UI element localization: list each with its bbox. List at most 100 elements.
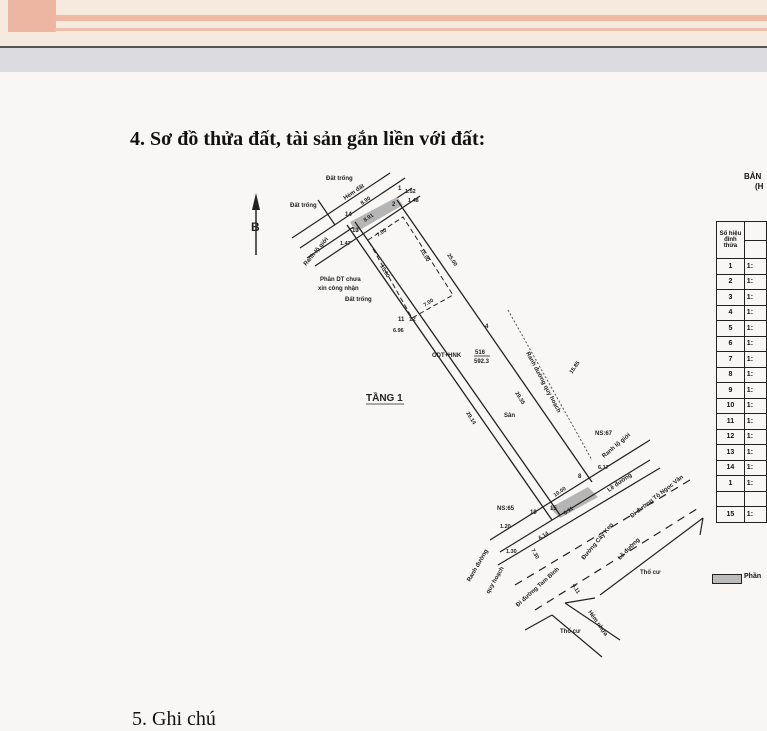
vertex-label: 2	[392, 202, 396, 208]
dimension: 6.11	[563, 506, 575, 517]
coordinate-cell: 1:	[743, 397, 767, 414]
label-boundary: Ranh lộ giới	[303, 236, 330, 267]
floor-label: TẦNG 1	[366, 391, 403, 404]
vertex-label: 8	[578, 474, 582, 480]
label-vacant-land: Đất trống	[345, 296, 372, 303]
dimension: 1.30	[506, 549, 517, 555]
vertex-id: 9	[716, 382, 745, 399]
section-heading: 4. Sơ đồ thửa đất, tài sản gắn liền với …	[130, 128, 486, 150]
planning-boundary-line	[507, 309, 593, 461]
vertex-id: 1	[716, 258, 745, 275]
dimension: 25.00	[445, 253, 458, 268]
coordinate-cell: 1:	[743, 444, 767, 461]
decorative-stripe	[55, 28, 767, 31]
dimension: 6.17	[598, 465, 609, 471]
coordinate-cell: 1:	[743, 506, 767, 523]
vertex-id: 15	[716, 506, 745, 523]
label-unrecognized-area: Phần DT chưa	[320, 277, 361, 283]
label-sidewalk: Lề đường	[607, 472, 634, 493]
vertex-labels: 1 2 4 8 11 12 13 14 15 19	[345, 186, 582, 516]
document-page	[0, 72, 767, 720]
vertex-id: 13	[716, 444, 745, 461]
dimension: 1.48	[408, 198, 419, 204]
table-row	[716, 490, 767, 507]
label-vacant-land: Đất trống	[326, 175, 353, 182]
vertex-id: 7	[716, 351, 745, 368]
north-label: B	[251, 220, 260, 234]
shaded-area-bottom	[550, 487, 598, 518]
north-arrow-icon	[252, 193, 260, 255]
coordinate-cell: 1:	[743, 351, 767, 368]
bottom-road-lines	[489, 439, 704, 658]
dimension: 1.47	[340, 241, 351, 247]
vertex-id: 5	[716, 320, 745, 337]
table-header-cell	[743, 239, 767, 259]
table-title: BẢN	[744, 172, 762, 181]
dimension: 29.35	[513, 391, 525, 406]
vertex-id: 11	[716, 413, 745, 430]
land-use-code: ODT+HNK	[432, 353, 462, 359]
coordinate-cell: 1:	[743, 273, 767, 290]
coordinate-cell: 1:	[743, 366, 767, 383]
coordinate-cell: 1:	[743, 475, 767, 492]
coordinate-cell: 1:	[743, 459, 767, 476]
label-residential: Thổ cư	[640, 569, 661, 576]
parcel-area: 592.3	[474, 359, 490, 365]
dimension: 8.91	[363, 213, 375, 224]
coordinate-cell: 1:	[743, 289, 767, 306]
dimension: 4.11	[570, 583, 580, 595]
dimension: 7.00	[423, 298, 435, 309]
label-road-tam-binh: Đi đường Tam Bình	[515, 566, 561, 608]
shaded-area-top	[350, 197, 403, 232]
coordinate-cell: 1:	[743, 428, 767, 445]
coordinate-table-title: BẢN (H	[744, 172, 763, 192]
table-header: Số hiệu đỉnh thửa	[716, 221, 745, 259]
table-header-cell	[743, 221, 767, 241]
dimension: 6.14	[538, 530, 551, 541]
label-residential: Thổ cư	[560, 628, 581, 635]
vertex-label: 4	[485, 324, 489, 330]
vertex-id	[716, 490, 745, 507]
coordinate-cell	[743, 490, 767, 507]
label-yard: Sân	[504, 413, 515, 419]
legend-swatch	[712, 574, 742, 584]
building-outline	[367, 216, 454, 319]
vertex-id: 1	[716, 475, 745, 492]
vertex-id: 4	[716, 304, 745, 321]
vertex-label: 1	[398, 186, 402, 192]
vertex-label: 12	[409, 317, 416, 323]
vertex-label: 11	[398, 317, 405, 323]
vertex-label: 14	[345, 212, 352, 218]
vertex-id: 2	[716, 273, 745, 290]
dimension: 1.20	[500, 524, 511, 530]
label-planning-boundary: Ranh đường quy hoạch	[524, 351, 561, 414]
coordinate-cell: 1:	[743, 335, 767, 352]
coordinate-cell: 1:	[743, 304, 767, 321]
coordinate-cell: 1:	[743, 258, 767, 275]
label-sidewalk: Lề đường	[617, 537, 641, 561]
dimension: 7.00	[376, 228, 388, 239]
coordinate-cell: 1:	[743, 413, 767, 430]
dimension: 6.96	[393, 328, 404, 334]
dimension: 29.14	[464, 411, 477, 427]
label-ns67: NS:67	[595, 431, 613, 437]
label-road-cay-keo: Đường Cây Keo	[581, 522, 615, 561]
dimension: 15.00	[378, 264, 390, 279]
vertex-label: 13	[352, 228, 359, 234]
label-vacant-land: Đất trống	[290, 202, 317, 209]
vertex-label: 15	[550, 506, 557, 512]
vertex-id: 6	[716, 335, 745, 352]
